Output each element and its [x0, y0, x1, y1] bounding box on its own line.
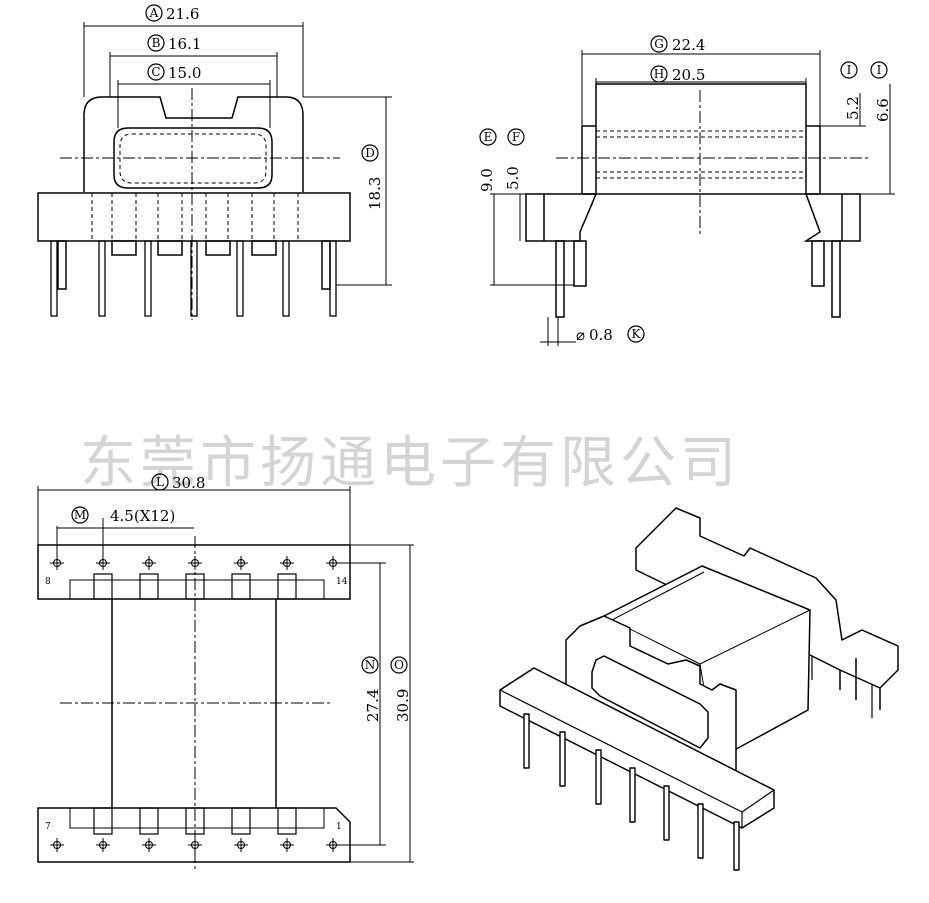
- dim-l: L 30.8: [151, 473, 205, 492]
- svg-text:C: C: [151, 65, 160, 79]
- dim-e-value: 9.0: [478, 168, 496, 192]
- svg-text:L: L: [156, 475, 164, 489]
- dim-l-value: 30.8: [172, 474, 205, 492]
- dim-h-value: 20.5: [672, 66, 705, 84]
- watermark-text: 东莞市扬通电子有限公司: [80, 431, 740, 496]
- dim-i-value: 5.2: [844, 96, 862, 120]
- dim-i: I 5.2: [840, 61, 862, 120]
- svg-text:I: I: [877, 63, 882, 77]
- dim-k-diameter: ⌀: [576, 326, 585, 344]
- front-view: [37, 22, 392, 320]
- svg-text:B: B: [152, 36, 161, 50]
- dim-h: H 20.5: [650, 65, 705, 84]
- dim-b-value: 16.1: [168, 35, 201, 53]
- pin-label-top-right: 14: [336, 577, 348, 587]
- svg-text:N: N: [365, 658, 376, 672]
- svg-text:F: F: [512, 130, 520, 144]
- bottom-view: [37, 486, 414, 870]
- svg-text:I: I: [847, 63, 852, 77]
- svg-text:M: M: [74, 508, 86, 522]
- svg-text:G: G: [654, 37, 664, 51]
- dim-f: F 5.0: [504, 128, 525, 190]
- dim-b: B 16.1: [147, 34, 201, 53]
- side-view-labels: G 22.4 H 20.5 I 5.2 I 6.6 E 9.0 F 5.0: [478, 35, 892, 344]
- svg-text:D: D: [365, 146, 375, 160]
- dim-n: N 27.4: [361, 656, 382, 722]
- dim-o: O 30.9: [390, 656, 412, 722]
- side-view: [490, 50, 895, 346]
- svg-text:O: O: [394, 658, 404, 672]
- dim-e: E 9.0: [478, 128, 497, 192]
- dim-c: C 15.0: [147, 63, 201, 82]
- dim-n-value: 27.4: [364, 689, 382, 722]
- bottom-view-labels: L 30.8 M 4.5(X12) N 27.4 O 30.9 8 14 7 1: [45, 473, 412, 832]
- dim-k-value: 0.8: [589, 326, 613, 344]
- dim-m-value: 4.5(X12): [110, 507, 175, 525]
- pin-label-bottom-left: 7: [45, 822, 51, 832]
- dim-d-value: 18.3: [366, 177, 384, 210]
- dim-g-value: 22.4: [672, 36, 705, 54]
- svg-text:H: H: [654, 67, 664, 81]
- dim-j-value: 6.6: [874, 98, 892, 122]
- front-view-labels: A 21.6 B 16.1 C 15.0 D 18.3: [145, 4, 384, 210]
- dim-f-value: 5.0: [504, 166, 522, 190]
- dim-g: G 22.4: [650, 35, 705, 54]
- svg-text:K: K: [632, 327, 642, 341]
- dim-k: ⌀ 0.8 K: [576, 325, 645, 344]
- dim-a-value: 21.6: [166, 5, 199, 23]
- dim-d: D 18.3: [361, 144, 384, 210]
- dim-j: I 6.6: [870, 61, 892, 122]
- isometric-view: [499, 507, 899, 871]
- dim-m: M 4.5(X12): [71, 506, 175, 525]
- svg-text:E: E: [484, 130, 493, 144]
- dim-o-value: 30.9: [394, 689, 412, 722]
- dim-a: A 21.6: [145, 4, 199, 23]
- pin-label-top-left: 8: [45, 577, 51, 587]
- pin-label-bottom-right: 1: [336, 822, 342, 832]
- svg-text:A: A: [149, 6, 159, 20]
- dim-c-value: 15.0: [168, 64, 201, 82]
